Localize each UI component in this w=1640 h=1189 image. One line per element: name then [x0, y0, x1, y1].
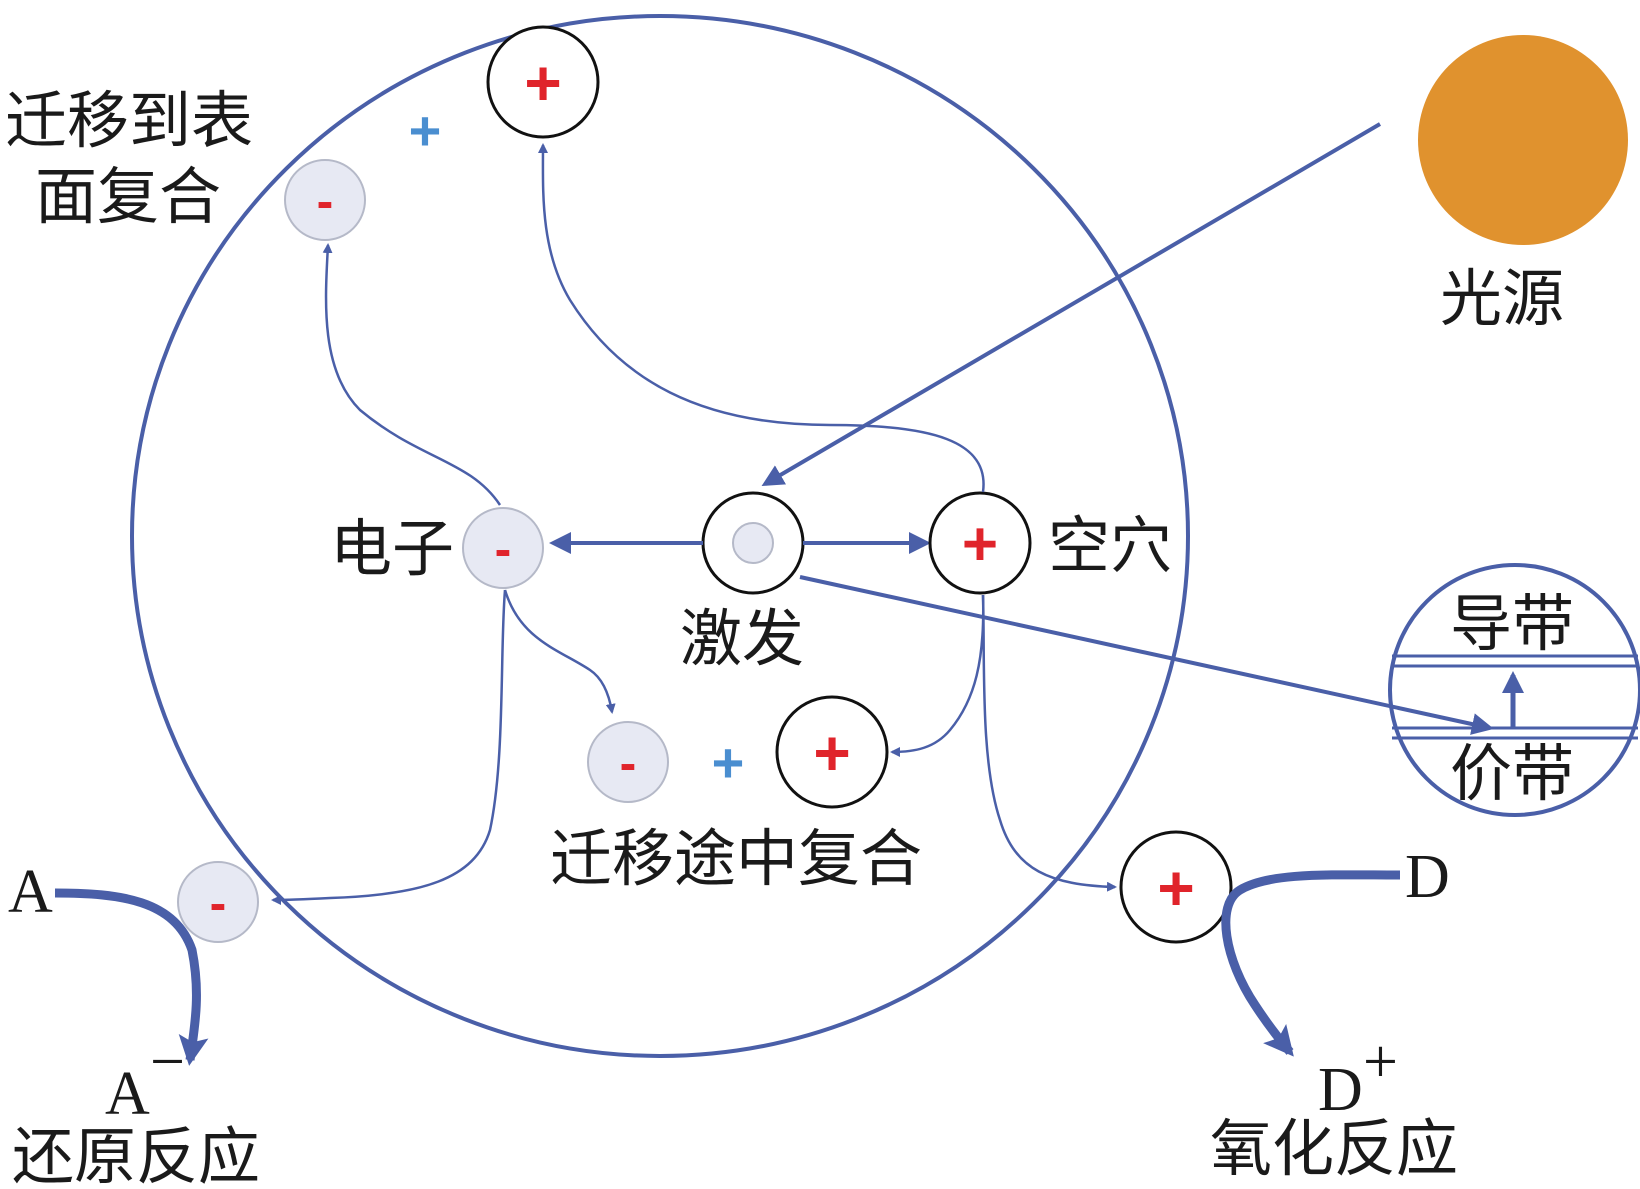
migration-electron-sign: - [620, 735, 637, 791]
hole-to-migration-arrow [892, 595, 983, 752]
light-source-label: 光源 [1440, 262, 1564, 335]
reduced-acceptor-label: A [105, 1060, 150, 1128]
oxidation-reaction-label: 氧化反应 [1210, 1112, 1458, 1184]
reduction-reaction-label: 还原反应 [12, 1120, 260, 1184]
excitation-label: 激发 [680, 602, 804, 675]
hole-to-surface-arrow [543, 145, 984, 492]
migration-plus-symbol: + [712, 731, 745, 794]
acceptor-label: A [8, 858, 53, 926]
oxidation-hole-sign: + [1157, 852, 1194, 924]
surface-recombination-label-2: 面复合 [35, 160, 221, 233]
electron-to-surface-arrow [326, 245, 500, 505]
electron-to-reduction-arrow [273, 590, 505, 900]
surface-hole-sign: + [524, 47, 561, 119]
surface-electron-sign: - [317, 173, 334, 229]
oxidized-donor-superscript: + [1363, 1028, 1398, 1096]
donor-oxidation-arrow [1226, 875, 1400, 1052]
reduced-acceptor-superscript: − [150, 1028, 185, 1096]
electron-label: 电子 [330, 512, 454, 585]
donor-label: D [1405, 843, 1450, 911]
migration-hole-sign: + [813, 717, 850, 789]
light-source-sun [1418, 35, 1628, 245]
reduction-electron-sign: - [210, 875, 227, 931]
hole-sign: + [962, 510, 998, 579]
migration-recombination-label: 迁移途中复合 [550, 822, 922, 895]
electron-to-migration-arrow [505, 590, 612, 712]
excitation-to-band-arrow [800, 577, 1490, 728]
light-ray-arrow [765, 124, 1380, 484]
hole-label: 空穴 [1048, 509, 1172, 582]
hole-to-oxidation-arrow [983, 595, 1115, 887]
excitation-core-icon [733, 523, 773, 563]
conduction-band-label: 导带 [1450, 587, 1574, 660]
electron-sign: - [495, 521, 512, 577]
surface-plus-symbol: + [409, 99, 442, 162]
valence-band-label: 价带 [1450, 737, 1574, 810]
surface-recombination-label-1: 迁移到表 [5, 84, 253, 157]
